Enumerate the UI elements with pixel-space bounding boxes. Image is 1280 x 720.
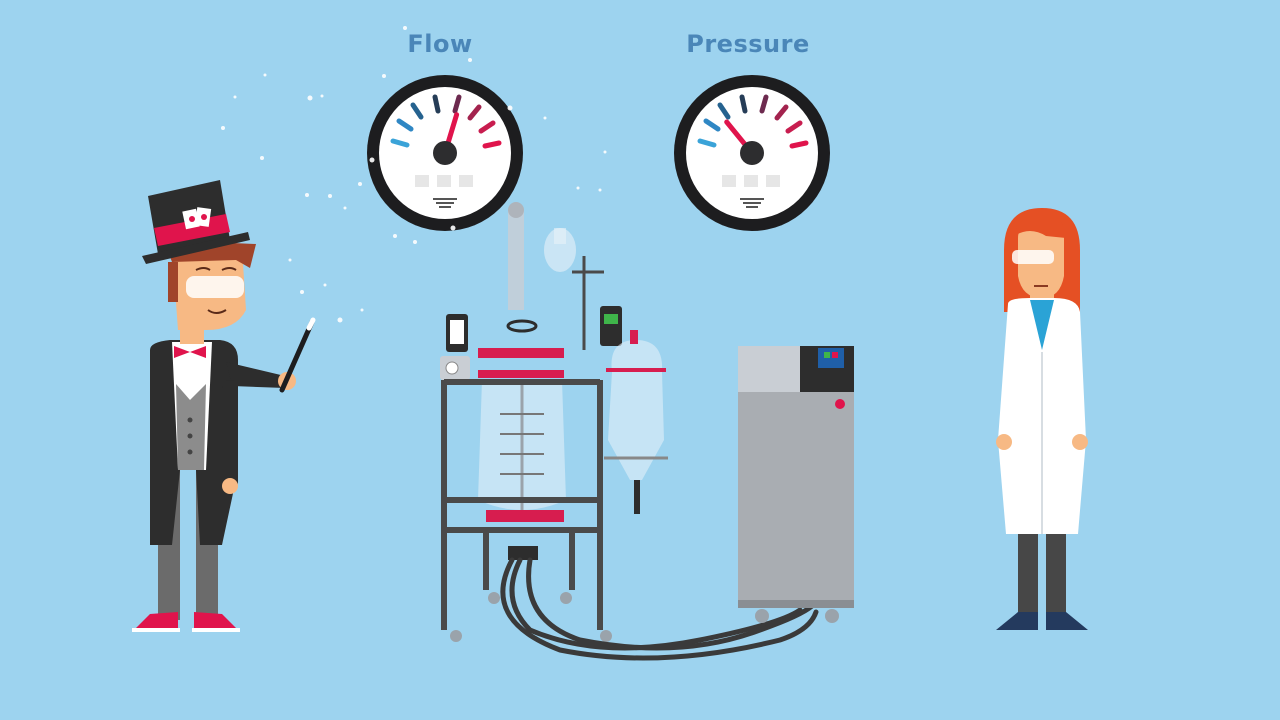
pressure-gauge-label: Pressure (686, 30, 810, 58)
magic-wand-icon (279, 317, 316, 393)
flow-gauge (367, 75, 523, 231)
magician-character (132, 240, 296, 632)
thermostat-icon (738, 346, 854, 623)
scientist-icon (996, 208, 1088, 630)
top-hat-icon (142, 180, 250, 264)
pressure-gauge (674, 75, 830, 231)
reactor-icon (440, 202, 819, 661)
sparkles-icon (221, 26, 607, 323)
flow-gauge-label: Flow (407, 30, 473, 58)
